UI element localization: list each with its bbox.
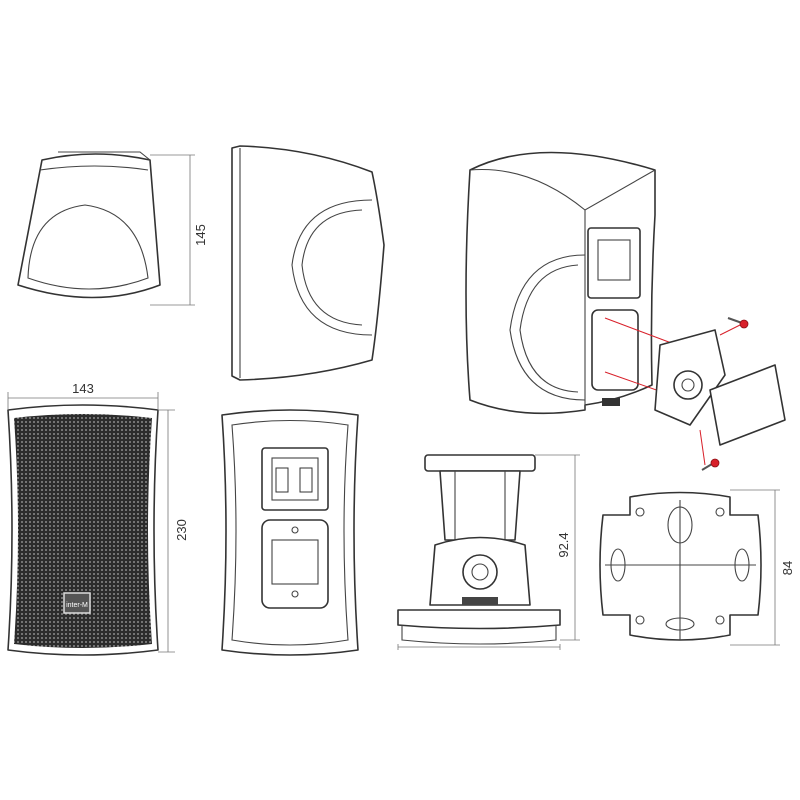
logo-text: inter-M xyxy=(66,602,88,609)
speaker-side-view xyxy=(231,145,385,381)
dimension-depth-label: 145 xyxy=(193,224,208,246)
speaker-perspective-with-bracket xyxy=(465,151,786,471)
bracket-side-view: 92.4 xyxy=(397,454,580,650)
dimension-plate-height-label: 84 xyxy=(780,561,795,575)
dimension-bracket-height-label: 92.4 xyxy=(556,532,571,557)
screw-icon xyxy=(727,317,749,329)
dimension-height-label: 230 xyxy=(174,519,189,541)
logo-badge xyxy=(602,398,620,406)
speaker-front-view: inter-M 143 230 xyxy=(7,381,189,656)
speaker-back-view xyxy=(221,409,359,656)
screw-icon xyxy=(701,458,720,471)
speaker-top-view: 145 xyxy=(17,151,208,306)
dimension-width-label: 143 xyxy=(72,381,94,396)
logo-badge xyxy=(63,592,91,614)
bracket-plate-view: 84 xyxy=(599,489,795,646)
